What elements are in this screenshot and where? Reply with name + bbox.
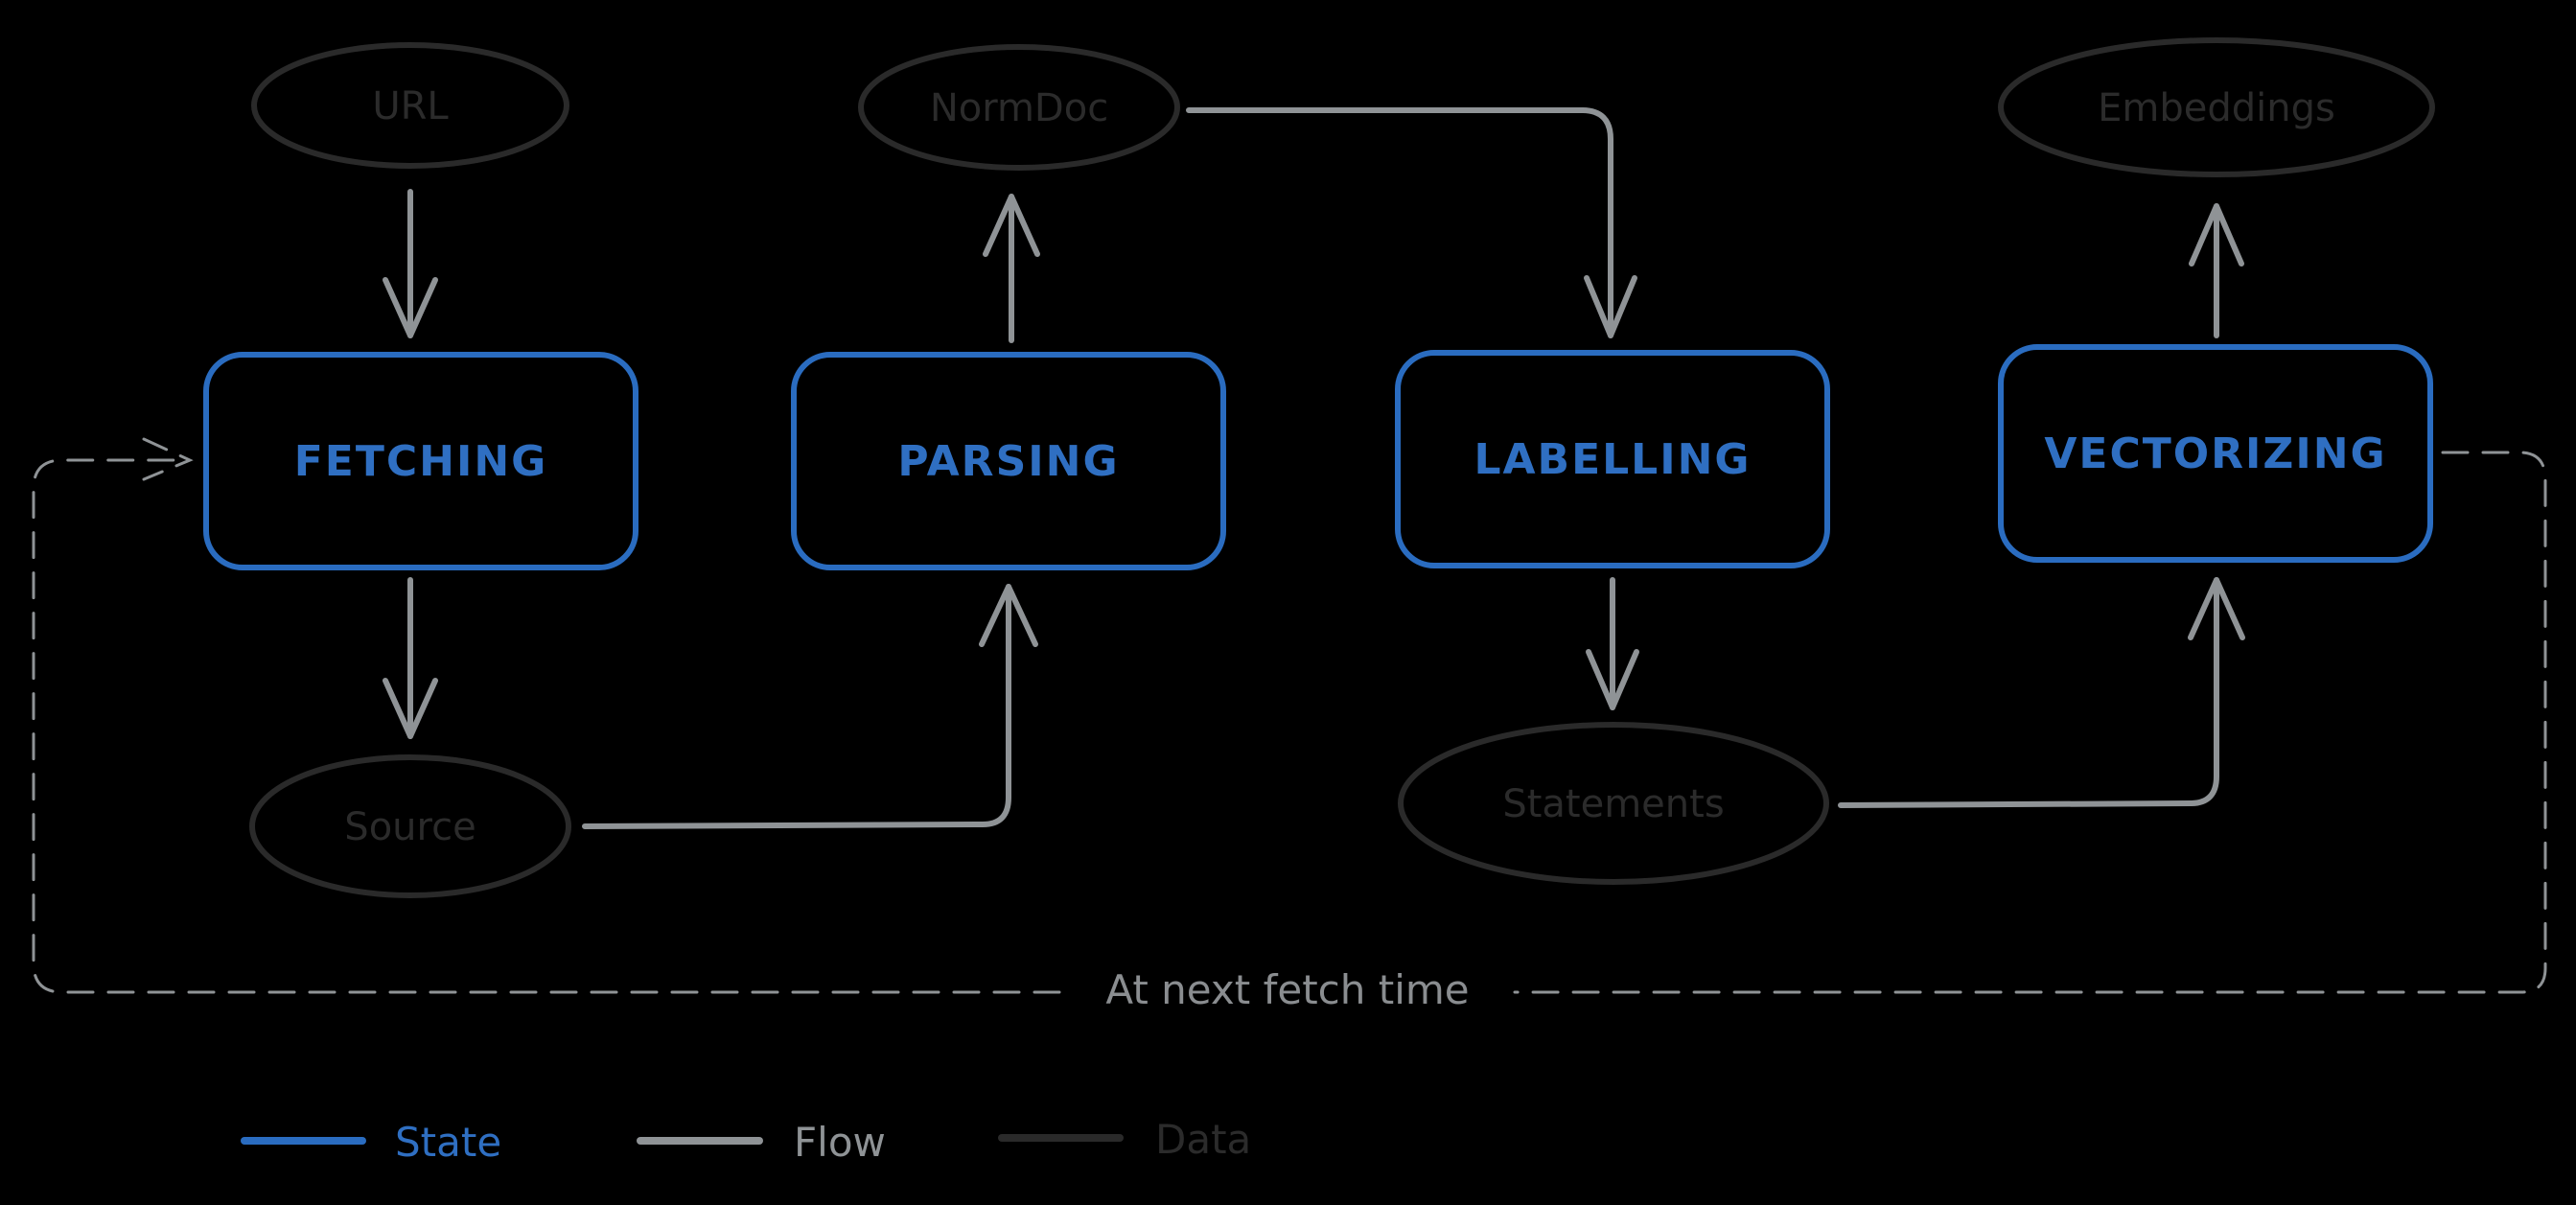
legend-item-state: State [241,1119,501,1166]
loop-arrow-right-segment [1513,451,2547,994]
state-labelling-label: LABELLING [1474,435,1751,484]
loop-label: At next fetch time [1105,966,1469,1013]
state-parsing: PARSING [791,352,1226,570]
data-node-embeddings: Embeddings [1998,37,2435,177]
flow-parsing-to-normdoc [983,194,1040,343]
legend-label-flow: Flow [794,1119,886,1166]
flow-fetching-to-source [383,577,438,739]
data-node-normdoc-label: NormDoc [930,86,1108,130]
data-node-normdoc: NormDoc [858,44,1180,171]
data-node-url: URL [251,42,569,169]
flow-statements-to-vectorizing [1838,577,2245,808]
state-vectorizing-label: VECTORIZING [2044,429,2386,478]
data-node-url-label: URL [372,84,449,128]
loop-arrow-left-segment [32,458,1061,994]
state-fetching-label: FETCHING [294,437,548,486]
data-node-source-label: Source [344,805,476,849]
state-vectorizing: VECTORIZING [1998,344,2433,563]
state-parsing-label: PARSING [897,437,1119,486]
legend: State Flow Data [241,1116,1251,1166]
legend-item-data: Data [998,1116,1251,1163]
flow-url-to-fetching [383,189,438,338]
flow-normdoc-to-labelling [1186,107,1637,338]
flow-source-to-parsing [582,584,1038,829]
legend-item-flow: Flow [637,1119,886,1166]
state-fetching: FETCHING [203,352,638,570]
data-node-statements: Statements [1398,722,1829,885]
data-node-source: Source [249,754,571,898]
legend-label-state: State [395,1119,501,1166]
data-node-embeddings-label: Embeddings [2098,86,2335,130]
flow-vectorizing-to-embeddings [2189,203,2244,338]
legend-label-data: Data [1155,1116,1251,1163]
loop-arrowhead [142,437,194,481]
flow-labelling-to-statements [1586,577,1639,710]
data-node-statements-label: Statements [1502,782,1724,826]
state-labelling: LABELLING [1395,350,1830,568]
